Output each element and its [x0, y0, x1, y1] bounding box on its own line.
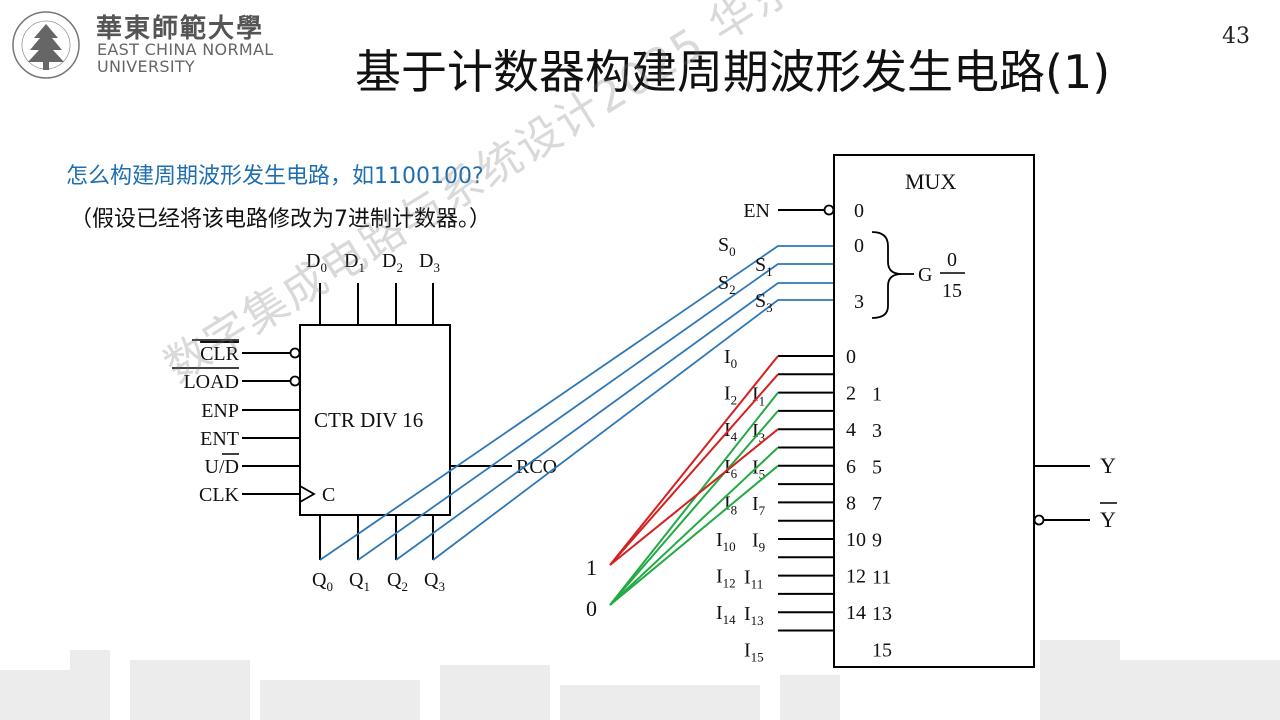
mux-pin-number-12: 12	[846, 566, 866, 588]
counter-input-d0: D0	[306, 250, 327, 275]
counter-input-d1: D1	[344, 250, 365, 275]
logo-english-line1: EAST CHINA NORMAL	[97, 40, 274, 59]
mux-output-y: Y	[1100, 453, 1116, 478]
counter-input-ent: ENT	[200, 428, 239, 450]
constant-wire-i4	[609, 428, 779, 566]
mux-input-label-i10: I10	[716, 529, 736, 554]
counter-input-enp: ENP	[201, 400, 239, 422]
constant-wire-i1	[609, 373, 779, 566]
mux-input-label-i8: I8	[724, 492, 737, 517]
mux-input-label-i2: I2	[724, 383, 737, 408]
constant-wires	[609, 355, 779, 606]
counter-input-clk: CLK	[199, 484, 240, 506]
mux-input-label-i11: I11	[744, 566, 763, 591]
mux-pin-number-9: 9	[872, 530, 882, 552]
clock-edge-symbol	[299, 485, 316, 503]
mux-pin-number-4: 4	[846, 419, 856, 441]
mux-select-s3: S3	[755, 290, 773, 315]
mux-input-label-i7: I7	[752, 493, 766, 518]
mux-pin-number-15: 15	[872, 640, 892, 662]
constant-wire-i0	[609, 355, 779, 566]
mux-input-label-i0: I0	[724, 346, 737, 371]
mux-enable-pin: 0	[854, 200, 864, 222]
en-inversion-bubble	[823, 204, 835, 216]
select-group-brace	[871, 231, 903, 319]
counter-input-load: LOAD	[183, 371, 239, 393]
mux-pin-number-2: 2	[846, 383, 856, 405]
mux-output-y-bar: Y	[1100, 507, 1116, 532]
mux-select-s1: S1	[755, 254, 773, 279]
counter-input-d3: D3	[419, 250, 440, 275]
counter-q-output-stubs	[319, 515, 434, 560]
mux-input-label-i12: I12	[716, 566, 736, 591]
counter-output-q0: Q0	[312, 569, 333, 594]
counter-to-mux-select-wires	[319, 245, 834, 561]
mux-pin-number-7: 7	[872, 493, 882, 515]
university-seal-icon	[12, 11, 80, 79]
mux-output-inversion-bubble	[1033, 514, 1045, 526]
mux-input-label-i4: I4	[724, 419, 738, 444]
mux-select-pin-3: 3	[854, 291, 864, 313]
mux-group-denominator: 15	[942, 280, 962, 302]
question-text: 怎么构建周期波形发生电路，如1100100?	[66, 164, 484, 189]
mux-select-s2: S2	[718, 272, 736, 297]
mux-pin-number-8: 8	[846, 492, 856, 514]
assumption-text: （假设已经将该电路修改为7进制计数器。）	[70, 207, 491, 232]
constant-wire-i2	[609, 391, 779, 606]
counter-input-up-down: U/D	[205, 456, 239, 478]
counter-output-q1: Q1	[349, 569, 370, 594]
constant-wire-i6	[609, 465, 779, 606]
mux-pin-number-10: 10	[846, 529, 866, 551]
clock-label: C	[322, 484, 335, 506]
mux-enable-label: EN	[743, 200, 770, 222]
page-number: 43	[1222, 24, 1250, 49]
counter-block	[299, 324, 451, 516]
mux-input-label-i3: I3	[752, 420, 765, 445]
slide-title: 基于计数器构建周期波形发生电路(1)	[355, 45, 1111, 99]
mux-input-label-i9: I9	[752, 530, 765, 555]
counter-control-wires	[242, 352, 300, 495]
mux-input-label-i15: I15	[744, 640, 764, 665]
load-inversion-bubble	[289, 375, 301, 387]
mux-name: MUX	[905, 169, 956, 194]
mux-pin-number-1: 1	[872, 383, 882, 405]
clr-inversion-bubble	[289, 347, 301, 359]
mux-input-label-i6: I6	[724, 456, 738, 481]
logo-chinese-name: 華東師範大學	[96, 14, 265, 44]
mux-select-pin-0: 0	[854, 235, 864, 257]
campus-skyline-decoration	[0, 640, 1280, 720]
mux-select-s0: S0	[718, 234, 736, 259]
mux-input-label-i14: I14	[716, 602, 736, 627]
mux-pin-number-0: 0	[846, 346, 856, 368]
counter-name: CTR DIV 16	[314, 408, 423, 432]
counter-output-rco: RCO	[516, 456, 557, 478]
counter-input-d2: D2	[382, 250, 403, 275]
mux-input-label-i1: I1	[752, 383, 765, 408]
counter-input-clr: CLR	[200, 343, 240, 365]
mux-pin-number-6: 6	[846, 456, 856, 478]
mux-pin-number-11: 11	[872, 566, 891, 588]
mux-group-numerator: 0	[947, 249, 957, 271]
mux-pin-number-5: 5	[872, 457, 882, 479]
constant-wire-i5	[609, 446, 779, 606]
mux-pin-number-14: 14	[846, 602, 866, 624]
mux-group-label: G	[918, 264, 932, 286]
counter-data-input-wires	[319, 283, 434, 325]
mux-pin-number-3: 3	[872, 420, 882, 442]
mux-pin-number-13: 13	[872, 603, 892, 625]
constant-one: 1	[586, 555, 597, 580]
counter-output-q2: Q2	[387, 569, 408, 594]
mux-block	[833, 154, 1035, 668]
counter-output-q3: Q3	[424, 569, 445, 594]
logo-english-line2: UNIVERSITY	[97, 57, 195, 76]
mux-input-label-i13: I13	[744, 603, 764, 628]
constant-wire-i3	[609, 410, 779, 606]
constant-zero: 0	[586, 596, 597, 621]
